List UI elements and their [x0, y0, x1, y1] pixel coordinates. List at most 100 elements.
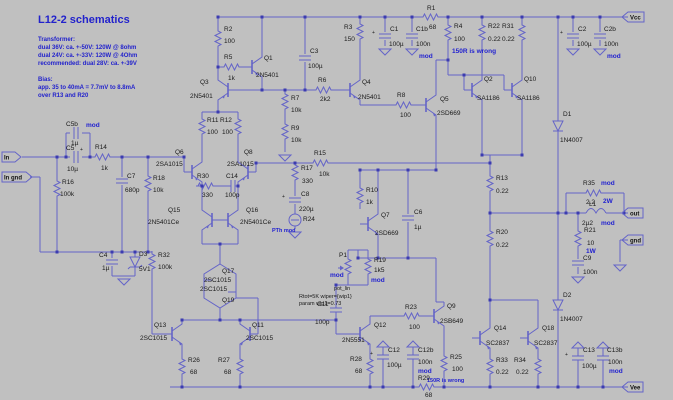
C12b-capacitor[interactable]	[407, 354, 419, 360]
label-100: 100	[400, 112, 411, 119]
Q12-transistor[interactable]	[352, 320, 371, 348]
C5b-capacitor[interactable]	[73, 127, 79, 139]
R31-resistor[interactable]	[517, 22, 527, 46]
Q14-transistor[interactable]	[472, 324, 491, 352]
R17-resistor[interactable]	[290, 162, 300, 186]
C2b-capacitor[interactable]	[594, 33, 606, 39]
R1-resistor[interactable]	[421, 12, 443, 22]
schematic-title: L12-2 schematics	[38, 14, 130, 26]
R4-resistor[interactable]	[443, 22, 453, 46]
port-vee[interactable]: Vee	[621, 381, 644, 393]
C3-capacitor[interactable]	[299, 55, 311, 61]
label-10k: 10k	[291, 137, 302, 144]
label-68: 68	[429, 24, 437, 31]
Q5-transistor[interactable]	[418, 91, 437, 119]
P1-potentiometer[interactable]	[338, 256, 353, 280]
C2-capacitor[interactable]: +	[560, 30, 579, 39]
label-q1: Q1	[264, 55, 273, 62]
C13-capacitor[interactable]: +	[565, 352, 584, 361]
C13b-capacitor[interactable]	[597, 355, 609, 361]
R18-resistor[interactable]	[143, 173, 153, 197]
R20-resistor[interactable]	[485, 228, 495, 252]
label-mod: mod	[330, 272, 344, 279]
label-r31: R31	[502, 23, 514, 30]
L1-inductor[interactable]	[585, 208, 607, 215]
R32-resistor[interactable]	[147, 251, 157, 275]
Q7-transistor[interactable]	[360, 210, 379, 238]
label-c6: C6	[414, 209, 423, 216]
label-d2: D2	[563, 292, 572, 299]
C1-capacitor[interactable]: +	[372, 30, 391, 39]
R23-resistor[interactable]	[402, 311, 424, 321]
Q10-transistor[interactable]	[504, 76, 523, 104]
R2-resistor[interactable]	[213, 28, 223, 52]
R26-resistor[interactable]	[177, 356, 187, 380]
R6-resistor[interactable]	[314, 85, 336, 95]
C9-capacitor[interactable]	[572, 260, 584, 266]
R25-resistor[interactable]	[439, 353, 449, 377]
C11-capacitor[interactable]	[330, 307, 342, 313]
label-100: 100	[207, 129, 218, 136]
label-c13b: C13b	[607, 347, 623, 354]
C1b-capacitor[interactable]	[406, 33, 418, 39]
R15-resistor[interactable]	[311, 158, 333, 168]
D2-diode[interactable]	[552, 298, 564, 314]
C7-capacitor[interactable]	[116, 178, 128, 184]
R7-resistor[interactable]	[280, 91, 290, 115]
label-0.22: 0.22	[496, 188, 509, 195]
port-gnd[interactable]: gnd	[621, 234, 644, 246]
C4-capacitor[interactable]	[106, 259, 118, 265]
R11-resistor[interactable]	[197, 116, 207, 140]
Q2-transistor[interactable]	[464, 76, 483, 104]
Q6-transistor[interactable]	[184, 158, 203, 186]
Q13-transistor[interactable]	[164, 320, 183, 348]
R8-resistor[interactable]	[394, 100, 416, 110]
label-r3: R3	[344, 24, 353, 31]
R19-resistor[interactable]	[363, 256, 373, 280]
Q18-transistor[interactable]	[520, 324, 539, 352]
Q16-transistor[interactable]	[220, 206, 239, 234]
R5-resistor[interactable]	[222, 62, 244, 72]
C6-capacitor[interactable]	[402, 215, 414, 221]
port-vcc[interactable]: Vcc	[621, 11, 645, 23]
R24-thermistor[interactable]	[288, 213, 302, 227]
port-out[interactable]: out	[621, 207, 644, 219]
R9-resistor[interactable]	[280, 121, 290, 145]
R22-resistor[interactable]	[477, 22, 487, 46]
R10-resistor[interactable]	[355, 185, 365, 209]
port-in-gnd[interactable]: In gnd	[1, 171, 33, 183]
R21-resistor[interactable]	[573, 228, 583, 252]
Q3-transistor[interactable]	[217, 76, 236, 104]
R27-resistor[interactable]	[235, 356, 245, 380]
R3-resistor[interactable]	[355, 21, 365, 45]
R35-resistor[interactable]	[584, 188, 606, 198]
label-q15: Q15	[168, 207, 181, 214]
label-68: 68	[425, 392, 433, 399]
R29-resistor[interactable]	[417, 382, 439, 392]
R30-resistor[interactable]	[196, 181, 218, 191]
Q9-transistor[interactable]	[426, 302, 445, 330]
R14-resistor[interactable]	[93, 152, 115, 162]
label-r11: R11	[207, 117, 219, 124]
R12-resistor[interactable]	[233, 116, 243, 140]
C5-capacitor[interactable]: +	[73, 147, 83, 163]
Q17-Q19-transistor-pair[interactable]	[203, 263, 237, 309]
label-r29: R29	[418, 375, 430, 382]
Q15-transistor[interactable]	[201, 206, 220, 234]
R34-resistor[interactable]	[533, 356, 543, 380]
R28-resistor[interactable]	[365, 356, 375, 380]
label-1µ: 1µ	[71, 140, 79, 147]
C14-capacitor[interactable]	[230, 180, 236, 192]
label-c7: C7	[127, 173, 136, 180]
label-q11: Q11	[252, 322, 264, 329]
R13-resistor[interactable]	[485, 173, 495, 197]
C12-capacitor[interactable]: +	[370, 351, 389, 360]
D1-diode[interactable]	[552, 119, 564, 135]
port-in[interactable]: In	[1, 151, 22, 163]
Q1-transistor[interactable]	[244, 53, 263, 81]
D3-zener-diode[interactable]	[127, 255, 143, 271]
R16-resistor[interactable]	[52, 178, 62, 202]
Q4-transistor[interactable]	[342, 76, 361, 104]
R33-resistor[interactable]	[485, 356, 495, 380]
C8-capacitor[interactable]: +	[282, 194, 301, 203]
